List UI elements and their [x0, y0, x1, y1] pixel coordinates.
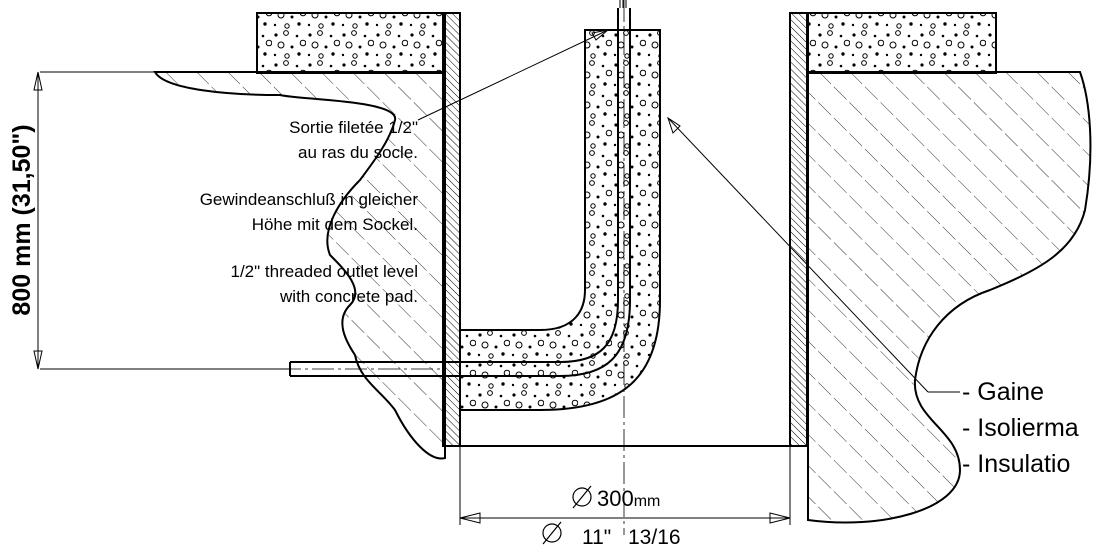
legend-de: - Isolierma — [962, 414, 1079, 442]
vertical-dimension: 800 mm (31,50") — [8, 71, 290, 370]
diameter-imperial-inch: 11" — [582, 526, 611, 549]
diameter-imperial-fraction: 13/16 — [628, 526, 681, 549]
legend-en: - Insulatio — [962, 450, 1070, 478]
sleeve — [442, 12, 808, 447]
note-de-line1: Gewindeanschluß in gleicher — [200, 190, 419, 209]
note-fr-line1: Sortie filetée 1/2" — [289, 118, 418, 137]
note-en-line2: with concrete pad. — [279, 287, 418, 306]
concrete-pad-right — [807, 12, 997, 74]
legend-leader — [667, 116, 960, 393]
legend: - Gaine - Isolierma - Insulatio — [962, 378, 1079, 478]
diameter-dimension: 300mm 11" 13/16 — [459, 446, 791, 549]
vertical-dimension-label: 800 mm (31,50") — [8, 124, 36, 315]
diameter-symbol-icon — [572, 485, 592, 509]
pipe-insulation — [459, 29, 661, 411]
concrete-pad-left — [256, 12, 446, 74]
diameter-symbol-icon — [542, 521, 562, 545]
note-de-line2: Höhe mit dem Sockel. — [252, 215, 418, 234]
pipe — [289, 0, 631, 377]
note-fr-line2: au ras du socle. — [298, 143, 418, 162]
outlet-notes: Sortie filetée 1/2" au ras du socle. Gew… — [200, 29, 610, 306]
note-en-line1: 1/2" threaded outlet level — [231, 262, 419, 281]
ground-section-right — [807, 71, 1092, 524]
legend-fr: - Gaine — [962, 378, 1044, 406]
diameter-metric: 300mm — [597, 486, 660, 511]
